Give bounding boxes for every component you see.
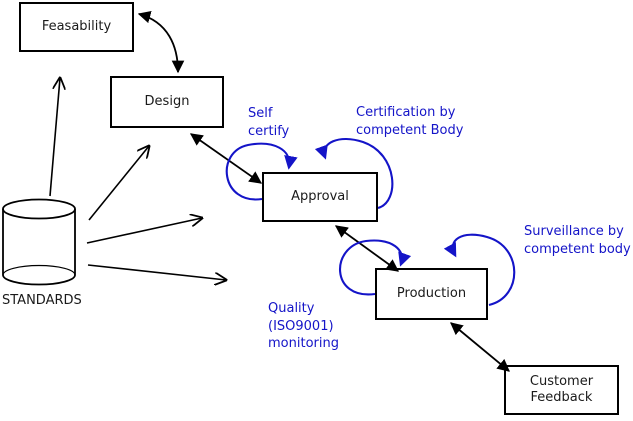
loop-label-self-certify: Self certify xyxy=(248,106,290,139)
edge-design-approval xyxy=(189,133,263,184)
edge-standards-design xyxy=(88,146,149,221)
loop-label-certification-by-competent-body: Certification by competent Body xyxy=(356,105,464,138)
node-feasability[interactable]: Feasability xyxy=(19,2,134,52)
edge-approval-production xyxy=(334,225,400,272)
node-approval-label: Approval xyxy=(291,188,349,204)
edge-production-customer-feedback xyxy=(450,322,510,372)
node-feasability-label: Feasability xyxy=(41,18,112,34)
loop-label-quality-iso9001-monitoring: Quality (ISO9001) monitoring xyxy=(268,301,339,352)
loop-certification-by-competent-body xyxy=(314,137,394,210)
loop-self-certify xyxy=(225,142,298,201)
node-design[interactable]: Design xyxy=(110,76,224,128)
loop-label-surveillance-by-competent-body: Surveillance by competent body xyxy=(524,224,631,257)
edge-feasability-design xyxy=(137,10,185,74)
edge-standards-feasability xyxy=(49,78,60,197)
node-approval[interactable]: Approval xyxy=(262,172,378,222)
node-customer-feedback[interactable]: Customer Feedback xyxy=(504,365,619,415)
loop-surveillance-by-competent-body xyxy=(443,233,516,307)
edge-standards-approval xyxy=(86,218,202,244)
node-customer-feedback-label: Customer Feedback xyxy=(529,373,594,405)
node-production-label: Production xyxy=(396,285,467,301)
node-standards-label: STANDARDS xyxy=(2,293,82,308)
node-production[interactable]: Production xyxy=(375,268,488,320)
node-design-label: Design xyxy=(144,93,190,109)
edge-standards-production xyxy=(87,264,226,280)
standards-cylinder-icon xyxy=(2,198,76,286)
loop-quality-iso9001-monitoring xyxy=(339,239,412,296)
